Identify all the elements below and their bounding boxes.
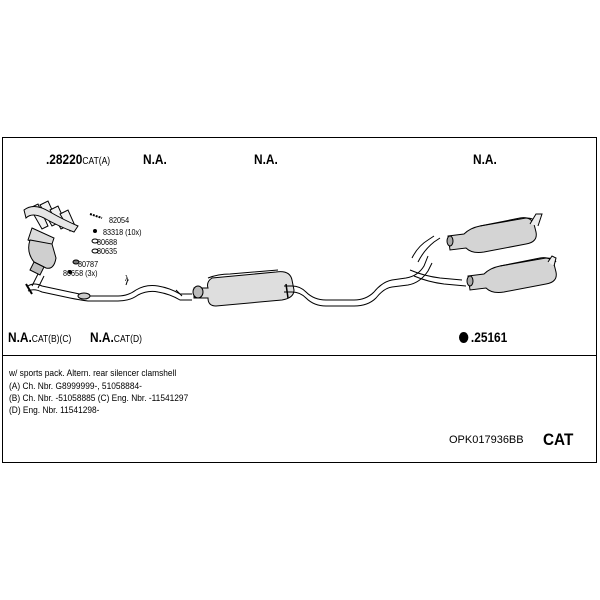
lambda-sensor-symbol: λ bbox=[125, 273, 129, 283]
part-83318: 83318 (10x) bbox=[103, 227, 142, 237]
part-80787: 80787 bbox=[78, 259, 99, 269]
part-80658: 80658 (3x) bbox=[63, 268, 98, 278]
part-28220: .28220CAT(A) bbox=[46, 151, 111, 167]
note-line-4: (D) Eng. Nbr. 11541298- bbox=[9, 405, 100, 416]
part-80635: 80635 bbox=[97, 246, 118, 256]
note-line-2: (A) Ch. Nbr. G8999999-, 51058884- bbox=[9, 381, 142, 392]
small-parts-icons bbox=[68, 213, 129, 286]
na-label-3: N.A. bbox=[254, 151, 278, 167]
na-cat-d: N.A.CAT(D) bbox=[90, 329, 142, 345]
middle-pipe bbox=[284, 235, 467, 307]
drawing-frame bbox=[2, 137, 597, 463]
part-82054: 82054 bbox=[109, 215, 130, 225]
na-label-4: N.A. bbox=[473, 151, 497, 167]
notes-divider bbox=[2, 355, 597, 356]
center-silencer bbox=[192, 269, 295, 307]
na-label-2: N.A. bbox=[143, 151, 167, 167]
kit-type: CAT bbox=[543, 430, 574, 449]
kit-code: OPK017936BB bbox=[449, 434, 524, 446]
part-80688: 80688 bbox=[97, 237, 118, 247]
rear-silencer-upper bbox=[446, 213, 543, 253]
note-line-3: (B) Ch. Nbr. -51058885 (C) Eng. Nbr. -11… bbox=[9, 393, 189, 404]
manifold-catalyst bbox=[23, 200, 79, 289]
rear-silencer-lower bbox=[466, 255, 557, 293]
na-cat-bc: N.A.CAT(B)(C) bbox=[8, 329, 72, 345]
front-pipe bbox=[25, 283, 192, 302]
part-25161: .25161 bbox=[459, 330, 507, 344]
note-line-1: w/ sports pack. Altern. rear silencer cl… bbox=[9, 368, 177, 379]
bullet-dot-icon bbox=[459, 332, 469, 343]
